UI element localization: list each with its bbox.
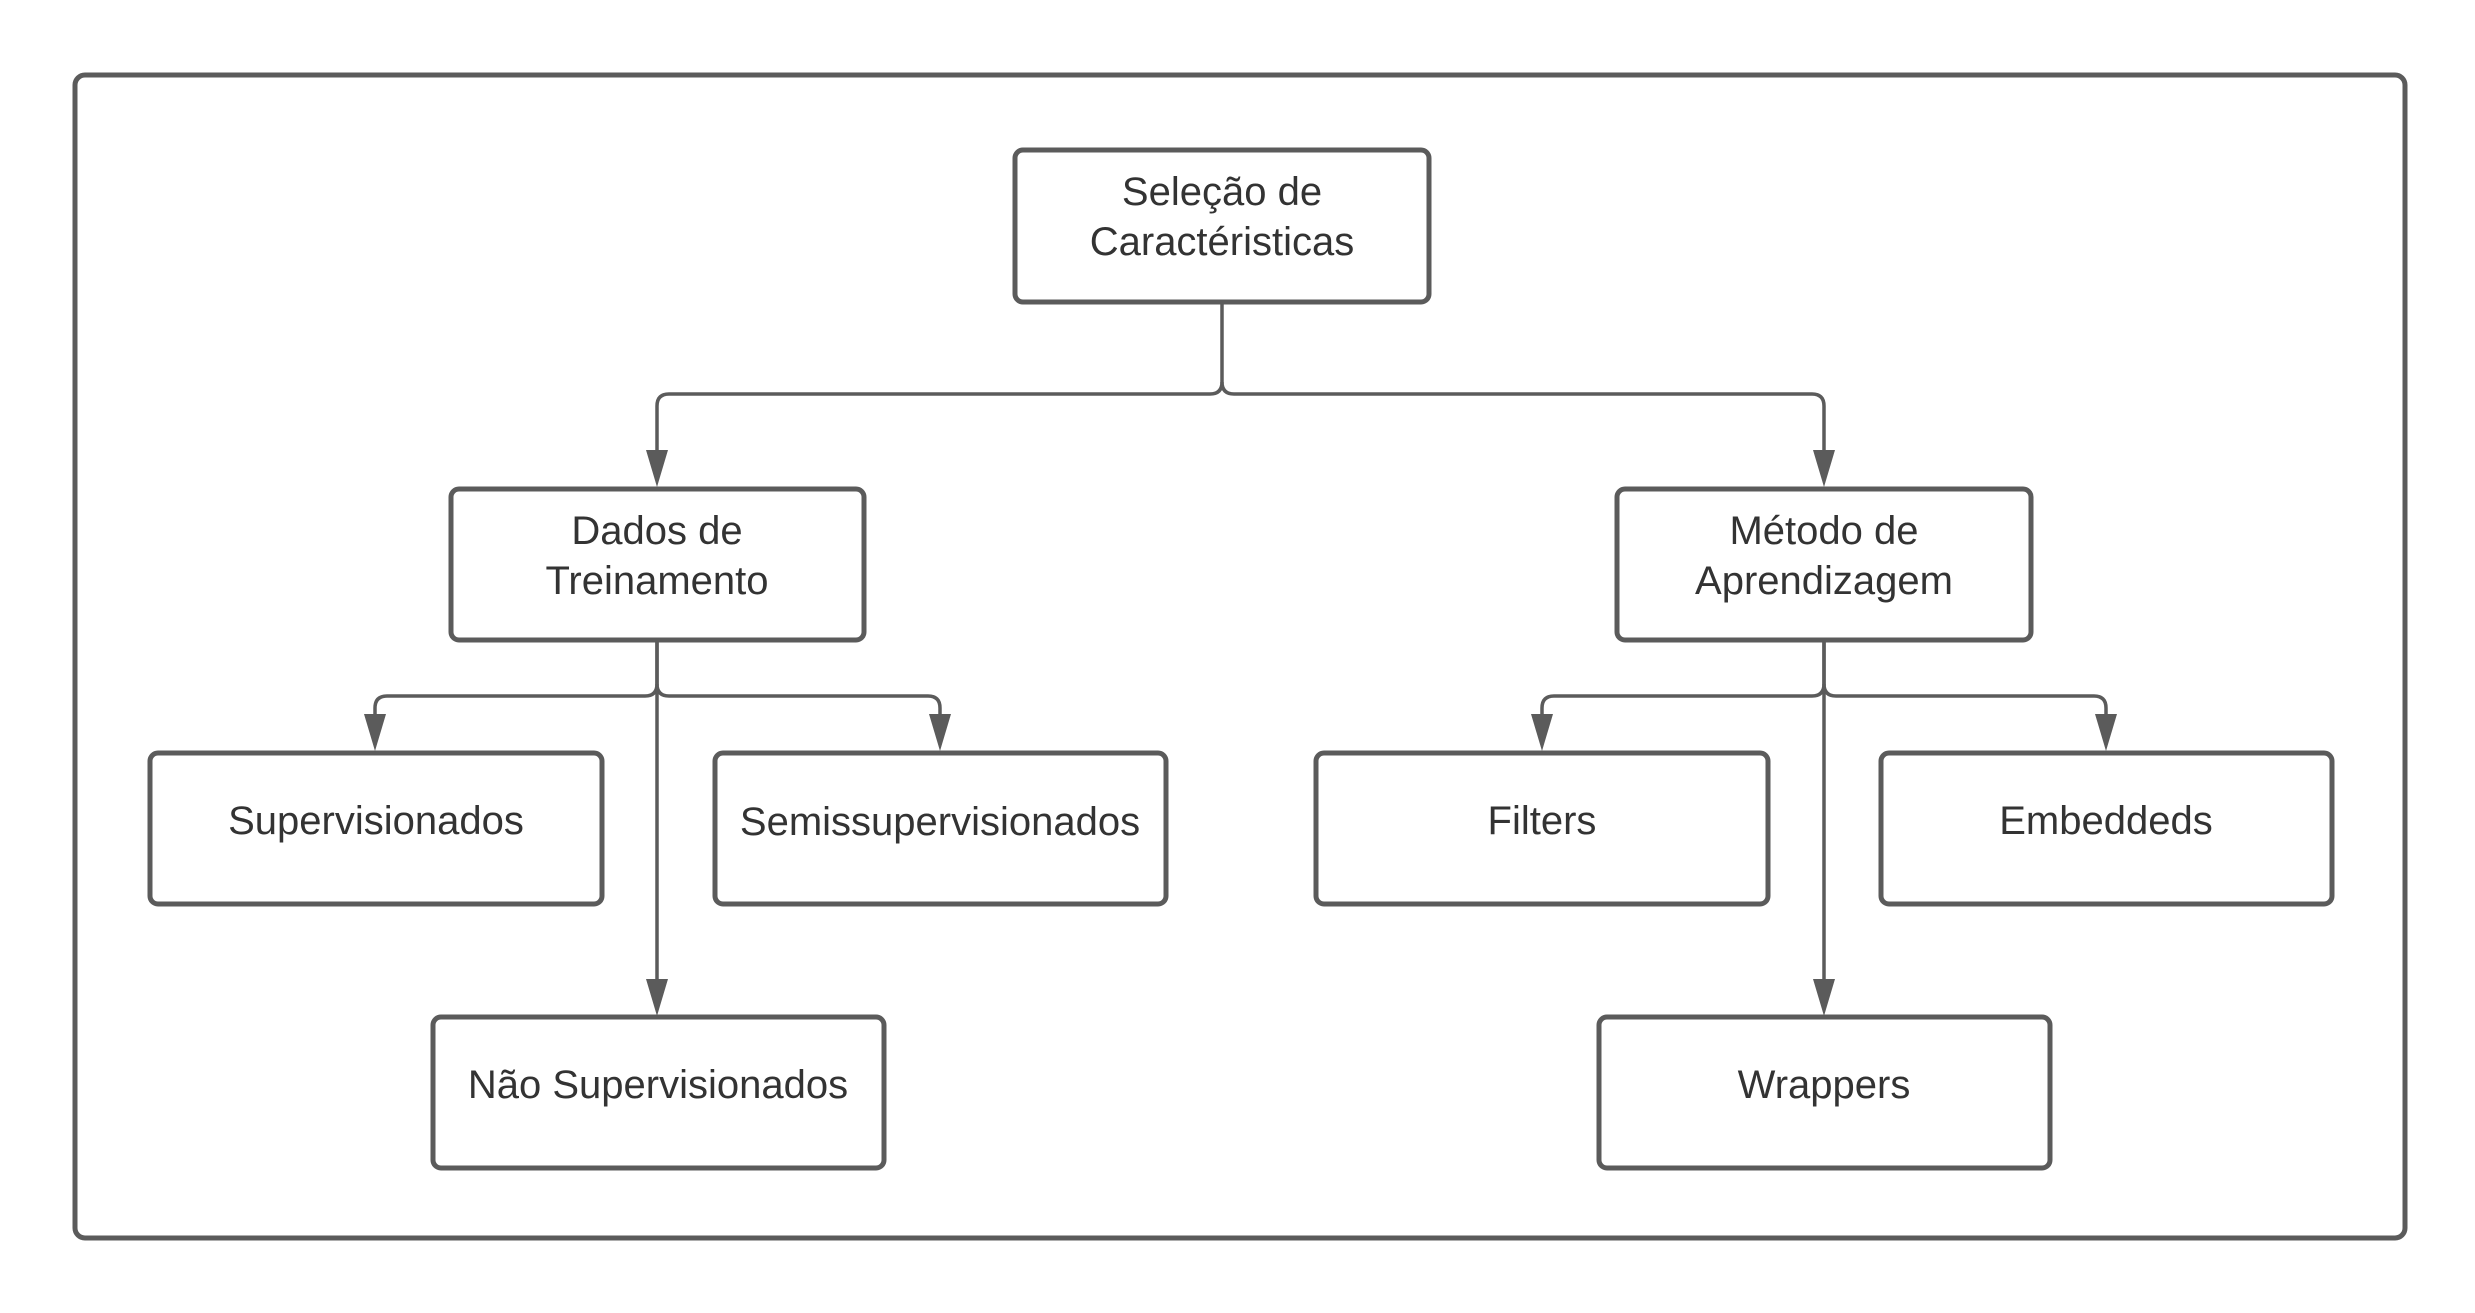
node-label-dados-line-1: Dados de bbox=[571, 509, 742, 553]
node-box-nao-supervisionados bbox=[430, 1014, 887, 1171]
edge-root-to-dados bbox=[655, 302, 1224, 461]
node-label-filters: Filters bbox=[1488, 799, 1597, 843]
node-label-semissupervisionados: Semissupervisionados bbox=[740, 800, 1140, 844]
node-label-supervisionados: Supervisionados bbox=[228, 799, 524, 843]
arrowhead-nao-supervisionados bbox=[646, 979, 668, 1016]
node-nao-supervisionados: Não Supervisionados bbox=[430, 1014, 887, 1171]
node-label-dados-line-2: Treinamento bbox=[545, 559, 768, 603]
node-filters: Filters bbox=[1313, 750, 1771, 907]
node-wrappers: Wrappers bbox=[1596, 1014, 2053, 1171]
node-embeddeds: Embeddeds bbox=[1878, 750, 2335, 907]
arrowhead-embeddeds bbox=[2095, 714, 2117, 751]
node-selecao-de-caracteristicas: Seleção de Caractéristicas bbox=[1012, 147, 1432, 305]
edges-layer bbox=[364, 302, 2117, 1016]
node-label-root-line-1: Seleção de bbox=[1122, 170, 1322, 214]
node-box-semissupervisionados bbox=[712, 750, 1169, 907]
nodes-layer: Seleção de Caractéristicas Dados de Trei… bbox=[147, 147, 2335, 1171]
node-semissupervisionados: Semissupervisionados bbox=[712, 750, 1169, 907]
node-box-embeddeds bbox=[1878, 750, 2335, 907]
node-label-metodo-line-1: Método de bbox=[1729, 509, 1918, 553]
node-box-metodo bbox=[1614, 486, 2034, 643]
arrowhead-dados bbox=[646, 450, 668, 487]
node-box-dados bbox=[448, 486, 867, 643]
node-box-filters bbox=[1313, 750, 1771, 907]
node-label-root-line-2: Caractéristicas bbox=[1090, 220, 1355, 264]
arrowhead-filters bbox=[1531, 714, 1553, 751]
node-label-metodo-line-2: Aprendizagem bbox=[1695, 559, 1953, 603]
edge-dados-to-semissupervisionados bbox=[655, 683, 942, 725]
node-box-wrappers bbox=[1596, 1014, 2053, 1171]
edge-root-to-metodo bbox=[1220, 381, 1826, 461]
arrowhead-wrappers bbox=[1813, 979, 1835, 1016]
node-label-wrappers: Wrappers bbox=[1738, 1063, 1911, 1107]
arrowhead-semissupervisionados bbox=[929, 714, 951, 751]
node-box-root bbox=[1012, 147, 1432, 305]
diagram-frame bbox=[72, 72, 2408, 1241]
arrowhead-supervisionados bbox=[364, 714, 386, 751]
edge-metodo-to-filters bbox=[1540, 640, 1826, 725]
node-dados-de-treinamento: Dados de Treinamento bbox=[448, 486, 867, 643]
node-box-supervisionados bbox=[147, 750, 605, 907]
arrowhead-metodo bbox=[1813, 450, 1835, 487]
edge-dados-to-supervisionados bbox=[373, 640, 659, 725]
node-supervisionados: Supervisionados bbox=[147, 750, 605, 907]
node-label-embeddeds: Embeddeds bbox=[1999, 799, 2212, 843]
node-label-nao-supervisionados: Não Supervisionados bbox=[468, 1063, 848, 1107]
edge-metodo-to-embeddeds bbox=[1822, 683, 2108, 725]
node-metodo-de-aprendizagem: Método de Aprendizagem bbox=[1614, 486, 2034, 643]
